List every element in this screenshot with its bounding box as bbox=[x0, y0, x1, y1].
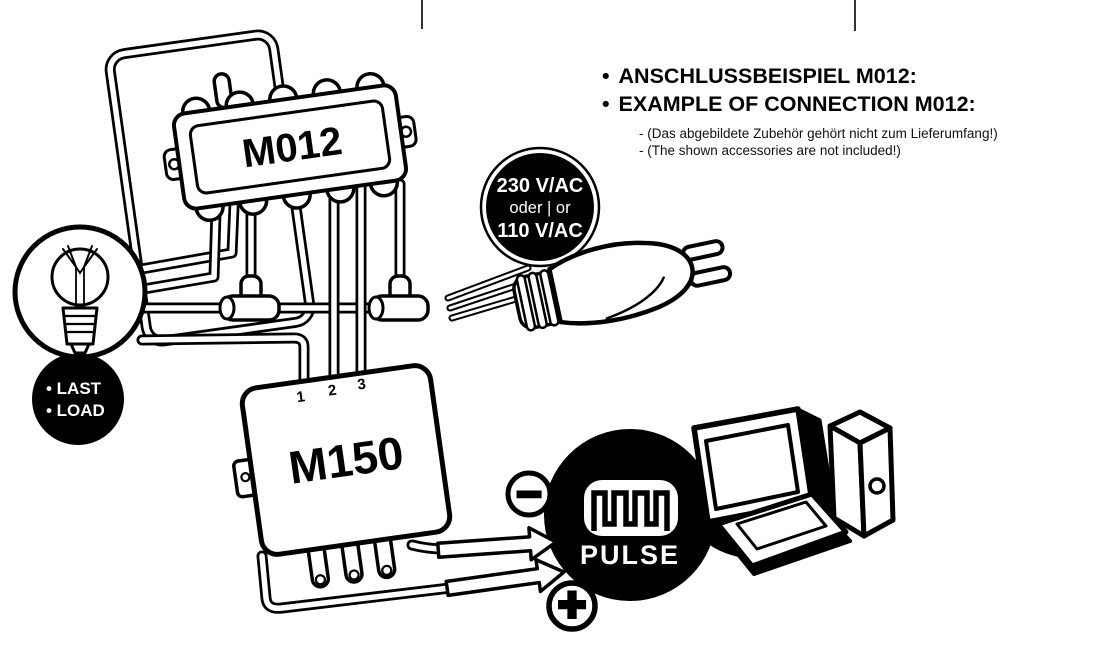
pulse-badge-label: PULSE bbox=[580, 540, 680, 570]
m150-module: 1 2 3 M150 bbox=[232, 363, 453, 589]
load-badge-line2: • LOAD bbox=[46, 401, 105, 420]
m150-bottom-terminals bbox=[306, 529, 397, 589]
power-badge-line1: 230 V/AC bbox=[497, 175, 584, 197]
keyboard bbox=[715, 491, 852, 576]
arrow-to-pulse-1 bbox=[436, 526, 558, 562]
power-badge: 230 V/AC oder | or 110 V/AC bbox=[479, 146, 601, 268]
note-de: - (Das abgebildete Zubehör gehört nicht … bbox=[639, 126, 998, 141]
m012-label-plate bbox=[188, 99, 392, 195]
m150-terminal-3: 3 bbox=[356, 376, 367, 394]
power-plug bbox=[512, 239, 733, 332]
m150-terminal-2: 2 bbox=[327, 382, 338, 400]
load-badge-line1: • LAST bbox=[46, 379, 102, 398]
title-block: • ANSCHLUSSBEISPIEL M012: • EXAMPLE OF C… bbox=[602, 62, 1082, 159]
pulse-waveform-icon bbox=[591, 490, 670, 531]
load-lamp bbox=[12, 224, 148, 360]
minus-icon: − bbox=[516, 470, 542, 519]
t-connector-1 bbox=[218, 274, 281, 322]
minus-marker: − bbox=[505, 469, 553, 521]
t-connector-2 bbox=[367, 274, 430, 322]
monitor bbox=[691, 406, 836, 525]
lightbulb-icon bbox=[50, 245, 110, 355]
m150-terminal-1: 1 bbox=[296, 388, 307, 406]
power-badge-line3: 110 V/AC bbox=[497, 220, 583, 242]
heading-de: ANSCHLUSSBEISPIEL M012: bbox=[618, 64, 917, 88]
pulse-badge: PULSE bbox=[544, 429, 716, 601]
heading-en-row: • EXAMPLE OF CONNECTION M012: bbox=[602, 90, 1082, 118]
wire-lamp-to-m150 bbox=[136, 332, 310, 390]
notes: - (Das abgebildete Zubehör gehört nicht … bbox=[602, 126, 1082, 159]
computer-tower bbox=[827, 409, 896, 539]
plus-icon: + bbox=[558, 579, 586, 632]
power-badge-line2: oder | or bbox=[509, 199, 571, 217]
m012-module: M012 bbox=[162, 71, 418, 223]
wire-lamp-to-m012-a bbox=[130, 200, 240, 276]
note-en: - (The shown accessories are not include… bbox=[639, 142, 901, 158]
bullet-icon: • bbox=[602, 92, 610, 116]
arrow-to-pulse-2 bbox=[444, 558, 566, 598]
plus-marker: + bbox=[546, 577, 598, 634]
wire-lamp-to-m012-b bbox=[132, 206, 222, 296]
heading-en: EXAMPLE OF CONNECTION M012: bbox=[618, 92, 976, 116]
tower-power-button bbox=[868, 477, 886, 495]
plug-seam bbox=[605, 276, 665, 320]
m150-body bbox=[239, 363, 453, 557]
wire-m150-output-lower bbox=[256, 550, 456, 614]
load-badge: • LAST • LOAD bbox=[32, 353, 124, 445]
heading-de-row: • ANSCHLUSSBEISPIEL M012: bbox=[602, 62, 1082, 90]
computer bbox=[691, 406, 896, 576]
bullet-icon: • bbox=[602, 64, 610, 88]
pulse-waveform-plate bbox=[584, 480, 678, 536]
plug-body bbox=[547, 240, 695, 326]
